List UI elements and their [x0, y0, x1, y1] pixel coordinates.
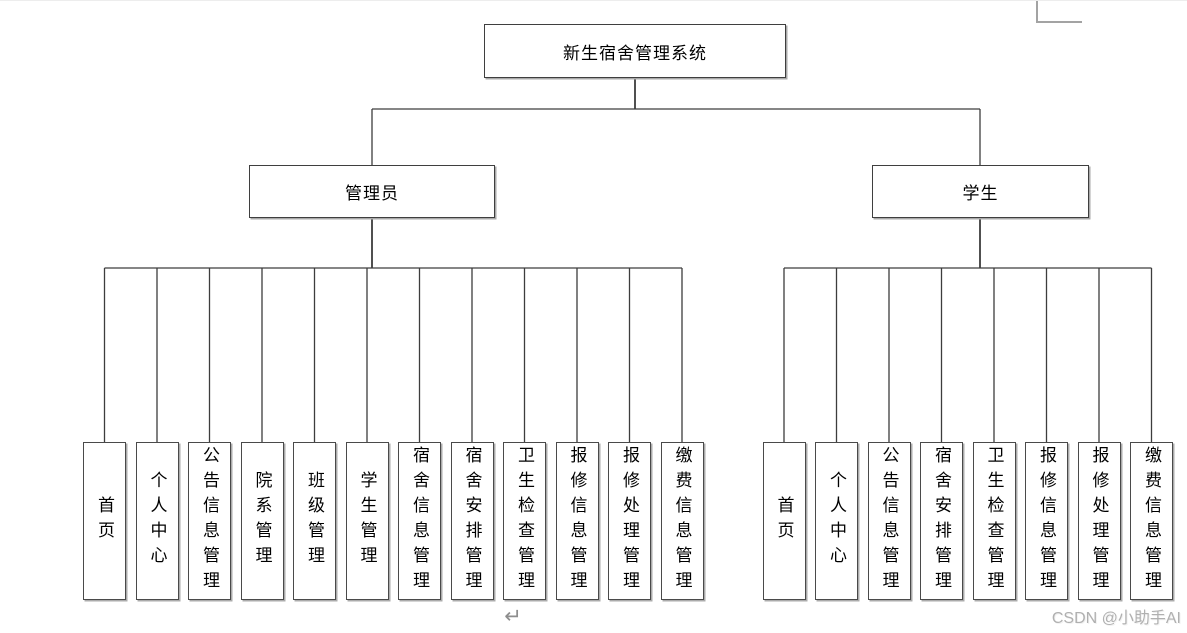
leaf-label: 缴费信息管理: [1142, 446, 1161, 596]
page-corner-mark-vertical: [1036, 1, 1038, 21]
leaf-student-home: 首页: [762, 442, 806, 600]
leaf-admin-announcement-mgmt: 公告信息管理: [188, 442, 231, 600]
leaf-student-dorm-assign-mgmt: 宿舍安排管理: [920, 442, 963, 600]
leaf-label: 首页: [774, 496, 794, 546]
leaf-admin-hygiene-check-mgmt: 卫生检查管理: [503, 442, 546, 600]
leaf-admin-repair-info-mgmt: 报修信息管理: [555, 442, 599, 600]
leaf-student-repair-handle-mgmt: 报修处理管理: [1077, 442, 1121, 600]
leaf-label: 首页: [95, 496, 114, 546]
leaf-label: 宿舍安排管理: [462, 446, 482, 596]
leaf-admin-payment-info-mgmt: 缴费信息管理: [660, 442, 704, 600]
leaf-admin-repair-handle-mgmt: 报修处理管理: [608, 442, 651, 600]
branch-node-student: 学生: [872, 165, 1089, 218]
leaf-label: 个人中心: [147, 471, 167, 571]
page-corner-mark-horizontal: [1036, 21, 1082, 23]
leaf-label: 公告信息管理: [879, 446, 899, 596]
leaf-label: 宿舍安排管理: [932, 446, 951, 596]
leaf-admin-home: 首页: [83, 442, 126, 600]
leaf-student-announcement-mgmt: 公告信息管理: [867, 442, 911, 600]
leaf-label: 报修信息管理: [1037, 446, 1056, 596]
leaf-admin-dorm-info-mgmt: 宿舍信息管理: [398, 442, 441, 600]
leaf-student-hygiene-check-mgmt: 卫生检查管理: [972, 442, 1016, 600]
leaf-label: 院系管理: [252, 471, 272, 571]
leaf-student-payment-info-mgmt: 缴费信息管理: [1130, 442, 1173, 600]
leaf-label: 学生管理: [357, 471, 377, 571]
leaf-admin-class-mgmt: 班级管理: [293, 442, 336, 600]
branch-node-student-label: 学生: [962, 184, 999, 203]
leaf-student-personal-center: 个人中心: [815, 442, 858, 600]
leaf-label: 缴费信息管理: [672, 446, 692, 596]
leaf-student-repair-info-mgmt: 报修信息管理: [1025, 442, 1068, 600]
branch-node-admin-label: 管理员: [345, 184, 399, 203]
leaf-label: 卫生检查管理: [984, 446, 1004, 596]
line-break-mark: ↵: [504, 604, 522, 628]
root-node-label: 新生宿舍管理系统: [563, 43, 707, 63]
leaf-admin-student-mgmt: 学生管理: [345, 442, 389, 600]
leaf-admin-dorm-assign-mgmt: 宿舍安排管理: [450, 442, 494, 600]
root-node: 新生宿舍管理系统: [484, 24, 786, 78]
leaf-label: 卫生检查管理: [515, 446, 534, 596]
leaf-label: 报修处理管理: [1089, 446, 1109, 596]
branch-node-admin: 管理员: [249, 165, 495, 218]
leaf-label: 报修处理管理: [620, 446, 639, 596]
leaf-label: 个人中心: [827, 471, 846, 571]
leaf-admin-personal-center: 个人中心: [135, 442, 179, 600]
leaf-label: 报修信息管理: [567, 446, 587, 596]
leaf-label: 宿舍信息管理: [410, 446, 429, 596]
csdn-watermark: CSDN @小助手AI: [1051, 610, 1181, 627]
leaf-admin-department-mgmt: 院系管理: [240, 442, 284, 600]
leaf-label: 公告信息管理: [200, 446, 219, 596]
leaf-label: 班级管理: [305, 471, 324, 571]
